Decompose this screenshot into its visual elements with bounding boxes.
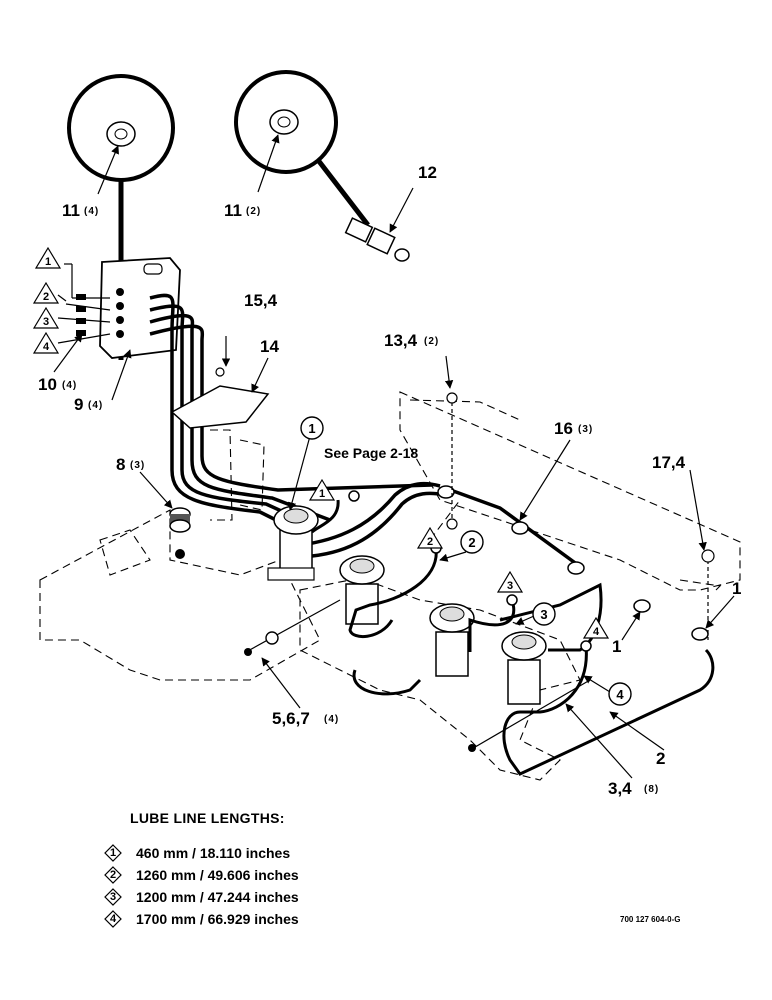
legend-text: 1700 mm / 66.929 inches <box>136 911 299 927</box>
fit-tri-1-label: 1 <box>319 488 325 500</box>
bearing-housing-3 <box>429 603 475 677</box>
callout-5-6-7: 5,6,7 <box>272 709 310 728</box>
spacer-8 <box>139 471 191 559</box>
legend-badge-label: 3 <box>109 891 117 903</box>
plate-14 <box>170 336 270 429</box>
callout-16: 16 <box>554 419 573 438</box>
callout-11-left-qty: (4) <box>84 206 99 217</box>
legend-row: 4 1700 mm / 66.929 inches <box>104 909 299 929</box>
callout-1-middle: 1 <box>612 637 621 656</box>
callout-9-qty: (4) <box>88 400 103 411</box>
fitting-12 <box>344 187 414 262</box>
tri-4-label: 4 <box>43 341 50 353</box>
bearing-housing-1 <box>267 505 319 581</box>
legend-badge-label: 2 <box>109 869 117 881</box>
bolts-lower <box>244 599 633 779</box>
legend-text: 460 mm / 18.110 inches <box>136 845 291 861</box>
callout-11-left: 11 <box>62 201 80 220</box>
circ-2-label: 2 <box>468 535 475 550</box>
legend-row: 1 460 mm / 18.110 inches <box>104 843 290 863</box>
legend-row: 2 1260 mm / 49.606 inches <box>104 865 299 885</box>
fit-tri-2-label: 2 <box>427 536 433 548</box>
see-page-note: See Page 2-18 <box>324 445 418 461</box>
frame-outline <box>39 391 741 781</box>
document-number: 700 127 604-0-G <box>620 915 681 924</box>
block-triangle-markers: 1 2 3 4 <box>32 246 62 354</box>
callout-12: 12 <box>418 163 437 182</box>
legend-badge-label: 1 <box>109 847 117 859</box>
callout-1-right: 1 <box>732 579 741 598</box>
callout-15: 15,4 <box>244 291 278 310</box>
callout-9: 9 <box>74 395 83 414</box>
callout-3-4-qty: (8) <box>644 784 659 795</box>
circ-3-label: 3 <box>540 607 547 622</box>
legend-title: LUBE LINE LENGTHS: <box>130 810 285 826</box>
fitting-triangle-markers: 1 2 3 4 <box>308 478 610 639</box>
detail-circle-right <box>234 70 370 227</box>
callout-17: 17,4 <box>652 453 686 472</box>
callout-16-qty: (3) <box>578 424 593 435</box>
callout-2: 2 <box>656 749 665 768</box>
legend-text: 1200 mm / 47.244 inches <box>136 889 299 905</box>
line-clamps <box>348 485 709 652</box>
leader-arrows <box>287 435 735 751</box>
legend-badge-2: 2 <box>104 866 122 884</box>
callout-10: 10 <box>38 375 57 394</box>
legend-badge-4: 4 <box>104 910 122 928</box>
circ-4-label: 4 <box>616 687 624 702</box>
callout-5-6-7-qty: (4) <box>324 714 339 725</box>
circle-line-markers: 1 2 3 4 <box>300 416 632 706</box>
callout-labels: 11 (4) 11 (2) 12 15,4 14 13,4 (2) 10 (4)… <box>38 163 741 798</box>
callout-10-qty: (4) <box>62 380 77 391</box>
legend-row: 3 1200 mm / 47.244 inches <box>104 887 299 907</box>
bolts <box>444 355 715 640</box>
callout-14: 14 <box>260 337 279 356</box>
fit-tri-3-label: 3 <box>507 580 513 592</box>
tri-3-label: 3 <box>43 316 49 328</box>
tri-1-label: 1 <box>45 256 51 268</box>
distribution-block <box>53 257 181 401</box>
fit-tri-4-label: 4 <box>593 626 600 638</box>
legend-text: 1260 mm / 49.606 inches <box>136 867 299 883</box>
tri-2-label: 2 <box>43 291 49 303</box>
callout-8-qty: (3) <box>130 460 145 471</box>
callout-13: 13,4 <box>384 331 418 350</box>
callout-13-qty: (2) <box>424 336 439 347</box>
callout-3-4: 3,4 <box>608 779 632 798</box>
legend-badge-label: 4 <box>109 913 117 925</box>
callout-11-right-qty: (2) <box>246 206 261 217</box>
callout-11-right: 11 <box>224 201 242 220</box>
legend-badge-1: 1 <box>104 844 122 862</box>
bearing-housing-4 <box>501 631 547 705</box>
bearing-housing-2 <box>339 555 385 625</box>
callout-8: 8 <box>116 455 125 474</box>
hose-bundle <box>149 293 580 567</box>
circ-1-label: 1 <box>308 421 315 436</box>
legend-badge-3: 3 <box>104 888 122 906</box>
